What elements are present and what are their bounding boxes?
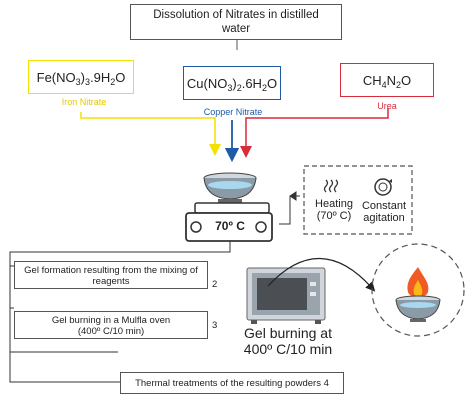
iron-connector	[80, 112, 221, 156]
step-gel-burning: Gel burning in a Mulfla oven (400º C/10 …	[14, 311, 208, 339]
heating-text: Heating	[315, 198, 353, 210]
formula-sub: 2	[261, 83, 267, 93]
agitation-text: Constant	[361, 200, 407, 212]
agitation-text-2: agitation	[363, 212, 405, 224]
formula-sub: 2	[396, 80, 402, 90]
formula-part: )	[232, 76, 237, 91]
formula-part: O	[115, 70, 126, 85]
oven-caption: Gel burning at 400º C/10 min	[228, 325, 348, 357]
agitation-icon	[374, 178, 392, 196]
formula-part: )	[80, 70, 85, 85]
heat-icon	[323, 179, 339, 193]
reagent-urea: CH4N2O	[340, 63, 434, 97]
formula-sub: 2	[110, 77, 116, 87]
curved-arrow	[267, 257, 376, 292]
oven-icon	[246, 267, 326, 324]
formula-part: O	[266, 76, 278, 91]
oven-caption-1: Gel burning at	[244, 325, 332, 341]
flow-line	[9, 241, 231, 383]
heating-label: Heating (70º C)	[306, 198, 362, 222]
bowl-icon	[203, 172, 257, 203]
hotplate-temperature: 70º C	[215, 219, 245, 233]
burning-bowl-icon	[371, 243, 465, 337]
agitation-label: Constant agitation	[356, 200, 412, 224]
step-gel-formation: Gel formation resulting from the mixing …	[14, 261, 208, 289]
step-text: Thermal treatments of the resulting powd…	[135, 378, 329, 389]
formula-part: O	[401, 73, 412, 88]
formula-part: .9H	[90, 70, 111, 85]
formula-sub: 4	[381, 80, 387, 90]
formula-sub: 3	[227, 83, 233, 93]
title-line-2: water	[221, 23, 251, 35]
step-number-2: 2	[212, 279, 218, 290]
urea-label: Urea	[377, 101, 397, 111]
iron-nitrate-label: Iron Nitrate	[61, 97, 107, 107]
title-box: Dissolution of Nitrates in distilled wat…	[130, 4, 342, 40]
hotplate-icon	[185, 202, 273, 242]
reagent-iron-nitrate: Fe(NO3)3.9H2O	[28, 60, 134, 94]
formula-part: Fe(NO	[36, 70, 76, 85]
urea-connector	[240, 108, 389, 158]
formula-part: .6H	[241, 76, 262, 91]
step-text: Gel formation resulting from the mixing …	[24, 265, 198, 276]
reagent-copper-nitrate: Cu(NO3)2.6H2O	[183, 66, 281, 100]
formula-sub: 3	[84, 77, 90, 87]
formula-part: N	[386, 73, 397, 88]
formula-part: Cu(NO	[186, 76, 228, 91]
step-thermal-treatment: Thermal treatments of the resulting powd…	[120, 372, 344, 394]
formula-sub: 3	[75, 77, 81, 87]
oven-caption-2: 400º C/10 min	[243, 341, 333, 357]
step-text-2: (400º C/10 min)	[77, 326, 145, 337]
formula-part: CH	[362, 73, 382, 88]
title-line-1: Dissolution of Nitrates in distilled	[153, 9, 319, 21]
step-text: Gel burning in a Mulfla oven	[51, 315, 171, 326]
step-text-2: reagents	[92, 276, 130, 287]
heating-temp: (70º C)	[316, 210, 352, 222]
formula-sub: 2	[236, 83, 242, 93]
copper-nitrate-label: Copper Nitrate	[203, 107, 263, 117]
step-number-3: 3	[212, 320, 218, 331]
